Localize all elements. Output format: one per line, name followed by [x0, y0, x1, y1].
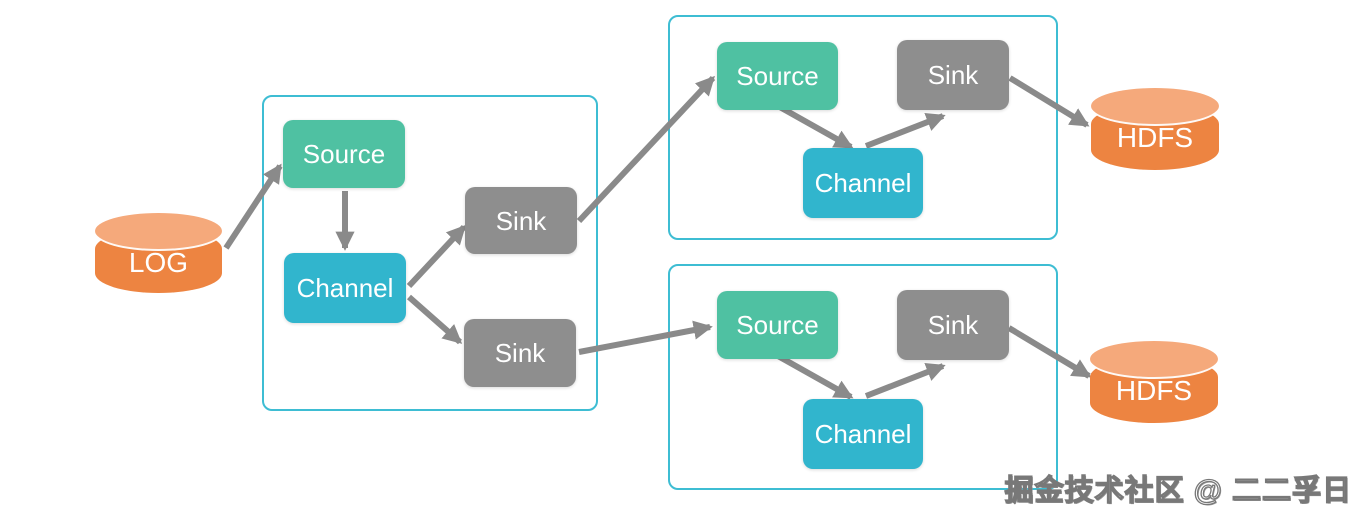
agent1-source-label: Source	[302, 139, 386, 169]
arrow-agent2-channel-to-sink	[864, 112, 946, 149]
agent2-sink-node: Sink	[897, 40, 1009, 110]
hdfs2-datastore: HDFS	[1090, 341, 1218, 423]
agent3-source-label: Source	[736, 310, 819, 340]
cylinder-top	[1090, 341, 1218, 377]
agent2-channel-label: Channel	[814, 168, 912, 198]
agent3-group-frame	[668, 264, 1058, 490]
agent3-source-node: Source	[717, 291, 838, 359]
log-label: LOG	[128, 247, 189, 278]
agent3-channel-label: Channel	[814, 419, 912, 449]
arrow-agent2-source-to-channel	[776, 103, 854, 150]
cylinder-top	[1091, 88, 1219, 124]
arrow-agent3-sink-to-hdfs2	[1007, 325, 1092, 379]
agent1-sink2-node: Sink	[464, 319, 576, 387]
agent3-sink-node: Sink	[897, 290, 1009, 360]
arrow-agent3-channel-to-sink	[864, 362, 946, 399]
log-datastore: LOG	[95, 213, 222, 293]
arrow-agent3-source-to-channel	[776, 353, 854, 400]
agent1-channel-node: Channel	[284, 253, 406, 323]
agent2-source-node: Source	[717, 42, 838, 110]
arrow-agent1-sink1-to-agent2-source	[576, 75, 716, 224]
watermark: 掘金技术社区 @ 二二孚日	[1004, 474, 1352, 507]
agent2-channel-node: Channel	[803, 148, 923, 218]
agent1-source-node: Source	[283, 120, 405, 188]
arrow-agent2-sink-to-hdfs1	[1008, 75, 1090, 128]
agent2-source-label: Source	[736, 61, 819, 91]
agent2-sink-label: Sink	[927, 60, 979, 90]
agent3-sink-label: Sink	[927, 310, 979, 340]
hdfs1-datastore: HDFS	[1091, 88, 1219, 170]
arrow-agent1-channel-to-sink2	[407, 294, 463, 345]
agent1-group-frame	[262, 95, 598, 411]
arrow-agent1-channel-to-sink1	[406, 224, 467, 289]
hdfs2-label: HDFS	[1115, 375, 1193, 406]
arrow-agent1-sink2-to-agent3-source	[578, 320, 713, 355]
agent3-channel-node: Channel	[803, 399, 923, 469]
agent1-sink2-label: Sink	[494, 338, 546, 368]
agent1-sink1-node: Sink	[465, 187, 577, 254]
agent1-channel-label: Channel	[296, 273, 394, 303]
hdfs1-label: HDFS	[1116, 122, 1194, 153]
agent1-sink1-label: Sink	[495, 205, 547, 236]
arrow-log-to-agent1-source	[223, 163, 283, 250]
cylinder-top	[95, 213, 222, 249]
